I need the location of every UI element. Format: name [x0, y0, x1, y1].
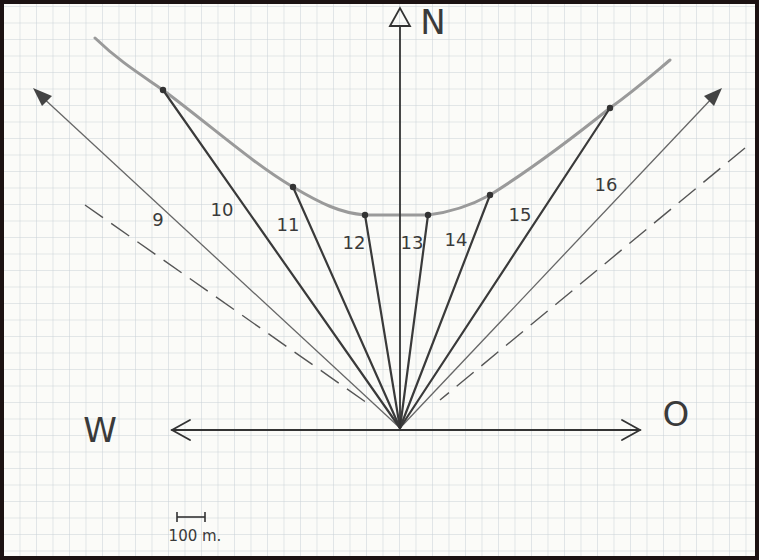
sun-point — [487, 192, 493, 198]
hour-points — [160, 87, 613, 218]
hour-number: 15 — [507, 205, 534, 225]
north-axis — [399, 26, 401, 428]
sun-point — [362, 212, 368, 218]
sun-point — [160, 87, 166, 93]
direction-line — [40, 95, 400, 428]
dashed-guide — [440, 148, 745, 400]
hour-line — [293, 187, 400, 428]
hour-line — [163, 90, 400, 428]
scale-tick — [176, 512, 178, 522]
arrowhead — [704, 88, 722, 106]
sun-path-curve — [95, 38, 670, 215]
hour-number: 10 — [209, 200, 236, 220]
east-west-axis — [172, 429, 640, 431]
scale-tick — [204, 512, 206, 522]
axis-arrow — [172, 420, 190, 440]
hour-number: 16 — [593, 175, 620, 195]
hour-lines — [163, 90, 610, 428]
dashed-guide — [85, 205, 370, 405]
hour-line — [365, 215, 400, 428]
scale-bar — [177, 512, 205, 522]
hour-number: 13 — [399, 233, 426, 253]
hour-line — [400, 108, 610, 428]
sun-point — [290, 184, 296, 190]
compass-letter: W — [81, 412, 119, 448]
compass-letter: O — [661, 396, 692, 432]
hour-number: 12 — [341, 233, 368, 253]
compass-axes — [172, 8, 640, 440]
hour-number: 11 — [275, 215, 302, 235]
axis-arrow — [622, 420, 640, 440]
compass-letter: N — [418, 4, 447, 40]
arrowhead — [33, 88, 52, 106]
scale-label: 100 m. — [167, 528, 224, 545]
scale-line — [177, 516, 205, 518]
hour-number: 9 — [150, 210, 165, 230]
direction-line — [400, 95, 715, 428]
north-arrow — [390, 8, 410, 26]
sun-point — [607, 105, 613, 111]
hour-number: 14 — [443, 230, 470, 250]
sun-point — [425, 212, 431, 218]
